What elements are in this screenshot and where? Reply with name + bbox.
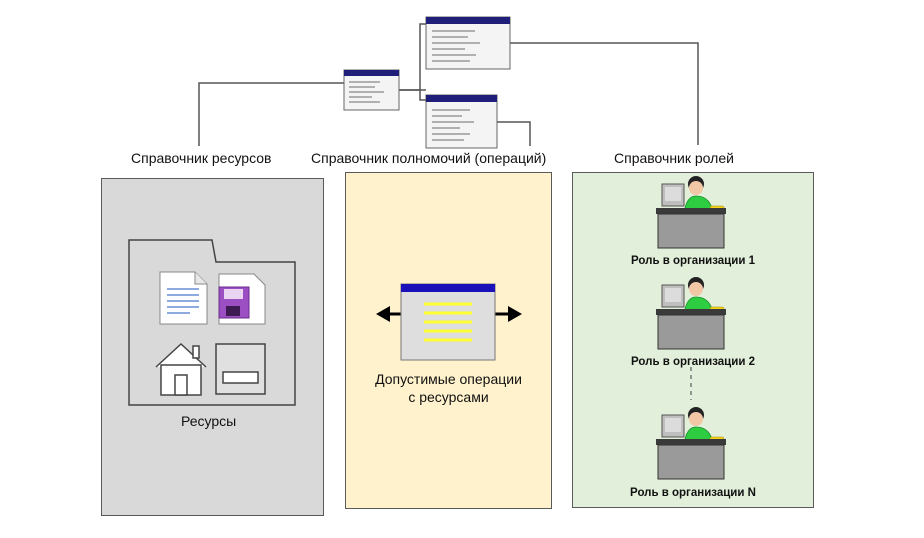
role-label-2: Роль в организации 2 (631, 356, 755, 368)
person-at-desk-icon (655, 175, 727, 249)
document-icon (159, 271, 208, 325)
person-at-desk-icon (655, 406, 727, 480)
floppy-disk-icon (218, 273, 266, 325)
arrow-right-icon (494, 306, 522, 322)
window-icon (215, 343, 266, 395)
role-label-1: Роль в организации 1 (631, 255, 755, 267)
header-roles-directory: Справочник ролей (614, 150, 734, 166)
table-icon-center (343, 69, 400, 111)
table-icon-upper (425, 16, 511, 70)
arrow-left-icon (376, 306, 402, 322)
header-resources-directory: Справочник ресурсов (131, 150, 272, 166)
resources-label: Ресурсы (181, 413, 237, 429)
person-at-desk-icon (655, 276, 727, 350)
connector-lines (198, 23, 699, 146)
operations-label-line2: с ресурсами (408, 389, 489, 405)
operations-window-icon (400, 283, 496, 361)
line-permissions (497, 121, 531, 146)
role-label-n: Роль в организации N (630, 487, 756, 499)
header-permissions-directory: Справочник полномочий (операций) (311, 150, 547, 166)
operations-label-line1: Допустимые операции (375, 371, 522, 387)
line-resources (198, 82, 344, 146)
line-center-link (419, 23, 426, 90)
table-icon-lower (425, 94, 498, 149)
house-icon (155, 342, 207, 396)
operations-label: Допустимые операции с ресурсами (345, 370, 552, 406)
line-roles (510, 42, 699, 145)
line-center-to-lower (399, 89, 426, 101)
